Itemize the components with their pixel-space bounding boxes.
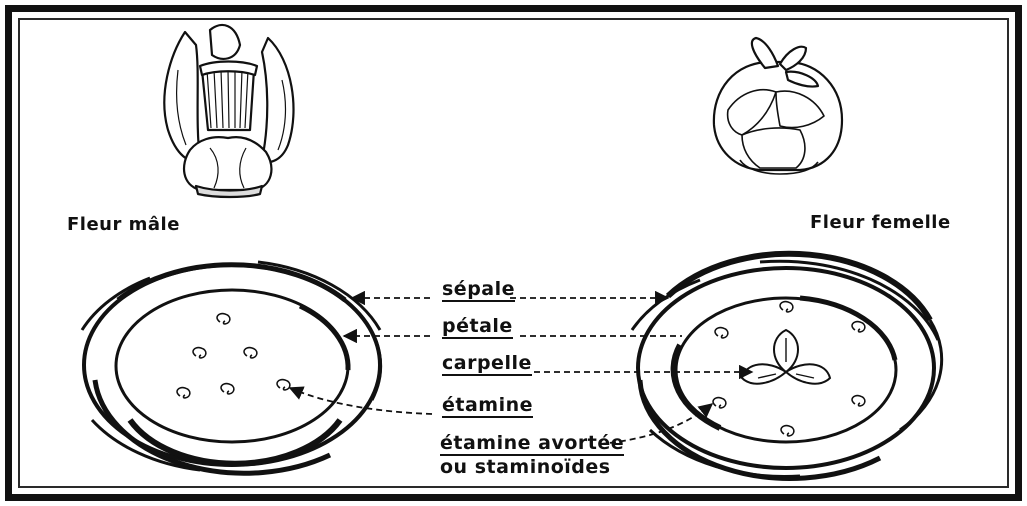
stamen-label: étamine bbox=[442, 394, 533, 418]
male-stamens bbox=[177, 314, 290, 398]
male-flower-illustration bbox=[164, 25, 293, 197]
sepal-label: sépale bbox=[442, 278, 515, 302]
female-flower-caption: Fleur femelle bbox=[810, 212, 951, 233]
aborted-stamen-label-line2: ou staminoïdes bbox=[440, 456, 611, 478]
female-flower-illustration bbox=[714, 38, 842, 174]
female-floral-diagram bbox=[632, 254, 942, 479]
male-floral-diagram bbox=[82, 262, 381, 473]
aborted-stamen-label-line1: étamine avortée bbox=[440, 432, 624, 456]
petal-label: pétale bbox=[442, 315, 513, 339]
male-flower-caption: Fleur mâle bbox=[67, 214, 180, 235]
carpel-label: carpelle bbox=[442, 352, 532, 376]
carpels bbox=[742, 330, 830, 384]
